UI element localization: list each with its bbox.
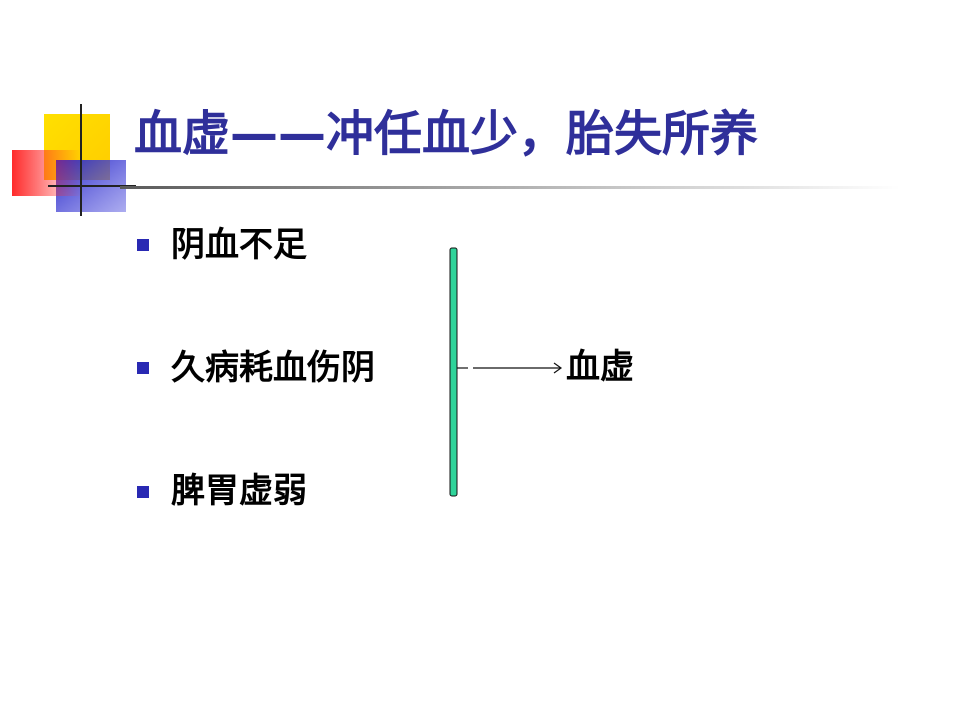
title-underline — [120, 186, 900, 189]
cause-item: 阴血不足 — [171, 225, 307, 265]
decorative-logo — [12, 104, 136, 216]
bullet-icon — [137, 362, 149, 374]
slide-title: 血虚——冲任血少，胎失所养 — [134, 106, 759, 162]
cause-item: 脾胃虚弱 — [171, 471, 307, 511]
logo-red-square — [12, 150, 82, 196]
bracket-arrow-diagram — [449, 247, 563, 497]
bullet-icon — [137, 486, 149, 498]
cause-item: 久病耗血伤阴 — [171, 348, 375, 388]
bullet-icon — [137, 239, 149, 251]
green-bracket — [449, 247, 458, 497]
result-label: 血虚 — [566, 347, 634, 387]
arrow-head-icon — [553, 362, 563, 374]
